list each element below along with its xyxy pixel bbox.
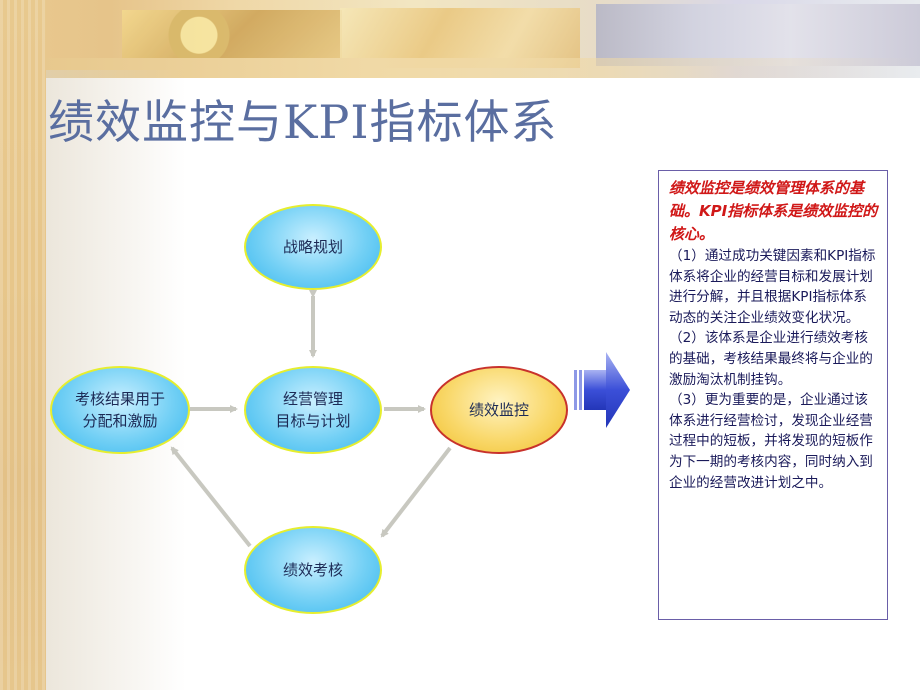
node-appraisal-label: 绩效考核 xyxy=(282,561,343,579)
node-business-label-line2: 目标与计划 xyxy=(275,412,351,430)
info-point-2: （2）该体系是企业进行绩效考核的基础，考核结果最终将与企业的激励淘汰机制挂钩。 xyxy=(669,328,879,390)
node-result-usage: 考核结果用于 分配和激励 xyxy=(50,366,190,454)
node-performance-appraisal: 绩效考核 xyxy=(244,526,382,614)
info-point-1-num: （1） xyxy=(669,248,705,264)
info-point-1-text: 通过成功关键因素和KPI指标体系将企业的经营目标和发展计划进行分解，并且根据KP… xyxy=(669,248,876,326)
node-result-label: 考核结果用于 分配和激励 xyxy=(75,388,165,432)
banner-photo-grass xyxy=(596,4,920,66)
slide-title: 绩效监控与KPI指标体系 xyxy=(48,95,558,149)
banner-fade xyxy=(0,58,920,78)
left-parchment-strip xyxy=(0,0,46,690)
node-strategy-planning: 战略规划 xyxy=(244,204,382,290)
node-result-label-line2: 分配和激励 xyxy=(82,412,158,430)
node-business-label-line1: 经营管理 xyxy=(282,390,343,408)
node-monitor-label: 绩效监控 xyxy=(468,401,529,419)
info-point-3: （3）更为重要的是，企业通过该体系进行经营检讨，发现企业经营过程中的短板，并将发… xyxy=(669,390,879,493)
node-strategy-label: 战略规划 xyxy=(282,238,343,256)
info-point-1: （1）通过成功关键因素和KPI指标体系将企业的经营目标和发展计划进行分解，并且根… xyxy=(669,246,879,328)
connector-monitor-appraisal xyxy=(380,446,452,538)
info-highlight: 绩效监控是绩效管理体系的基础。KPI指标体系是绩效监控的核心。 xyxy=(669,179,878,243)
info-point-2-text: 该体系是企业进行绩效考核的基础，考核结果最终将与企业的激励淘汰机制挂钩。 xyxy=(669,330,873,388)
node-performance-monitoring: 绩效监控 xyxy=(430,366,568,454)
connector-appraisal-result xyxy=(170,446,252,548)
node-business-label: 经营管理 目标与计划 xyxy=(275,388,350,432)
banner-photo-leaves xyxy=(122,10,342,66)
node-business-objectives: 经营管理 目标与计划 xyxy=(244,366,382,454)
info-point-2-num: （2） xyxy=(669,330,705,347)
node-result-label-line1: 考核结果用于 xyxy=(74,390,165,408)
block-arrow-right xyxy=(574,352,630,428)
info-point-3-text: 更为重要的是，企业通过该体系进行经营检讨，发现企业经营过程中的短板，并将发现的短… xyxy=(669,392,873,491)
info-text-box: 绩效监控是绩效管理体系的基础。KPI指标体系是绩效监控的核心。 （1）通过成功关… xyxy=(658,170,888,620)
info-point-3-num: （3） xyxy=(669,392,705,409)
